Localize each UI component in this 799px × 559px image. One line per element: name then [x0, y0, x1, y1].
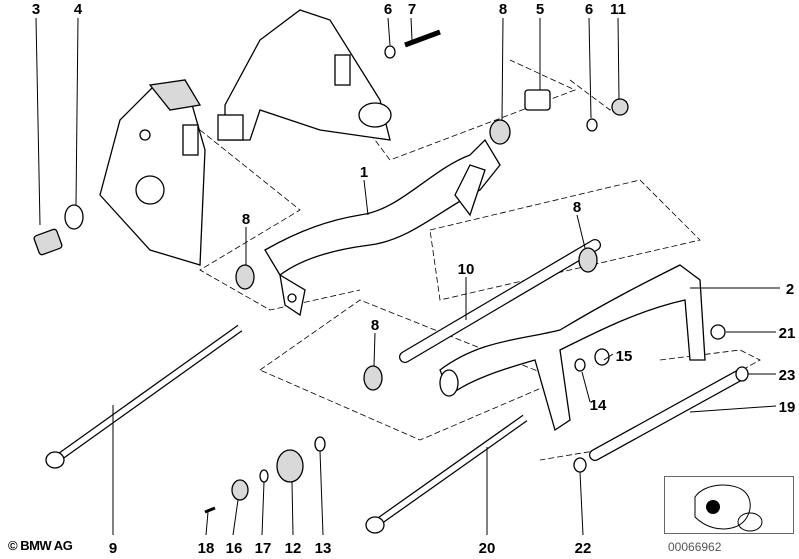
callout-6: 6 [585, 1, 593, 18]
bolt-9 [45, 324, 243, 469]
part-1-arm [264, 138, 501, 317]
callout-13: 13 [315, 540, 332, 557]
callout-20: 20 [479, 540, 496, 557]
callout-4: 4 [74, 1, 83, 18]
callouts: 3 4 6 7 8 5 6 11 1 8 8 10 2 8 21 15 23 1… [32, 1, 796, 557]
image-id: 00066962 [668, 540, 722, 554]
callout-10: 10 [458, 261, 475, 278]
callout-8: 8 [573, 199, 581, 216]
callout-22: 22 [575, 540, 592, 557]
callout-6: 6 [384, 1, 392, 18]
callout-1: 1 [360, 164, 368, 181]
copyright: © BMW AG [8, 538, 73, 553]
motorcycle-locator-thumbnail [664, 476, 794, 534]
callout-19: 19 [779, 399, 796, 416]
callout-21: 21 [779, 325, 796, 342]
callout-7: 7 [408, 1, 416, 18]
callout-11: 11 [610, 1, 626, 18]
callout-9: 9 [109, 540, 117, 557]
motorcycle-icon [694, 484, 763, 532]
callout-16: 16 [226, 540, 243, 557]
leader-lines [35, 17, 780, 536]
rod-19 [589, 369, 746, 461]
callout-5: 5 [536, 1, 544, 18]
callout-8: 8 [242, 211, 250, 228]
callout-2: 2 [786, 281, 794, 298]
bolt-20 [365, 414, 528, 534]
rod-10 [399, 239, 601, 363]
callout-18: 18 [198, 540, 215, 557]
callout-17: 17 [255, 540, 272, 557]
part-2-arm [439, 264, 706, 432]
callout-15: 15 [616, 348, 633, 365]
callout-3: 3 [32, 1, 40, 18]
callout-23: 23 [779, 367, 796, 384]
callout-8: 8 [371, 317, 379, 334]
small-parts [33, 29, 749, 514]
callout-8: 8 [499, 1, 507, 18]
callout-12: 12 [285, 540, 302, 557]
bracket-left [99, 79, 206, 266]
callout-14: 14 [590, 397, 607, 414]
bracket-top [217, 9, 392, 141]
